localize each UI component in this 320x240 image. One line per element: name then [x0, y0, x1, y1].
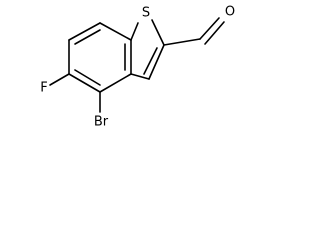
bond-c4-c3a [99, 73, 132, 93]
bond-s-c2 [151, 19, 165, 46]
fluorine-atom-label: F [40, 81, 47, 96]
bond-c7-c6 [68, 22, 101, 41]
bond-c2-c3 [148, 44, 165, 80]
bromine-atom-label: Br [94, 115, 109, 130]
double-bond-c7-c6-inner [74, 29, 101, 45]
sulfur-atom-label: S [142, 6, 150, 21]
bond-c2-cho [163, 38, 201, 46]
oxygen-atom-label: O [225, 5, 235, 20]
bond-cho-o [199, 17, 220, 40]
double-bond-c2-c3-inner [143, 47, 158, 75]
bond-c5-f [49, 73, 70, 86]
double-bond-cho-o [204, 21, 225, 45]
bond-c3-c3a [130, 73, 150, 80]
bond-c7a-c7 [99, 22, 132, 41]
bond-c5-c4 [68, 73, 101, 93]
benzene-ring [68, 22, 132, 93]
aldehyde-group [163, 17, 225, 46]
double-bond-c5-c4-inner [74, 69, 101, 86]
bond-c7a-s [130, 22, 139, 41]
molecule-structure: S O F Br [40, 5, 235, 130]
thiophene-ring [130, 19, 165, 80]
